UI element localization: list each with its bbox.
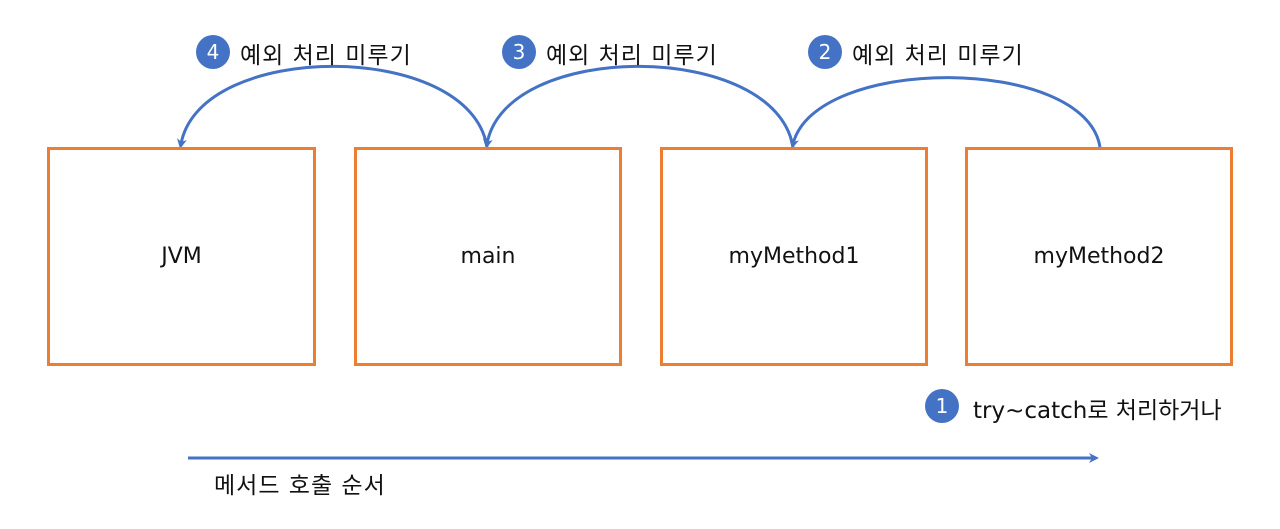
step-3-badge: 3: [502, 35, 536, 69]
step-3-label: 예외 처리 미루기: [546, 43, 718, 69]
step-2-number: 2: [818, 40, 832, 64]
step-1-number: 1: [935, 394, 949, 418]
step-4-badge: 4: [196, 35, 230, 69]
box-jvm: JVM: [47, 147, 316, 366]
arrow-main-to-jvm: [176, 64, 489, 149]
step-1-badge: 1: [925, 389, 959, 423]
box-mymethod2: myMethod2: [965, 147, 1233, 366]
step-4-label: 예외 처리 미루기: [240, 43, 412, 69]
arrow-mymethod2-to-mymethod1: [789, 76, 1102, 149]
step-2-badge: 2: [808, 35, 842, 69]
arrow-mymethod1-to-main: [482, 64, 795, 149]
step-2-label: 예외 처리 미루기: [852, 43, 1024, 69]
box-mymethod1-label: myMethod1: [728, 244, 860, 269]
step-3-number: 3: [512, 40, 526, 64]
box-mymethod2-label: myMethod2: [1033, 244, 1165, 269]
box-mymethod1: myMethod1: [660, 147, 928, 366]
call-order-label: 메서드 호출 순서: [214, 473, 386, 499]
box-main-label: main: [460, 244, 516, 269]
box-main: main: [354, 147, 622, 366]
step-1-label: try~catch로 처리하거나: [973, 398, 1222, 424]
step-4-number: 4: [206, 40, 220, 64]
box-jvm-label: JVM: [161, 244, 202, 269]
